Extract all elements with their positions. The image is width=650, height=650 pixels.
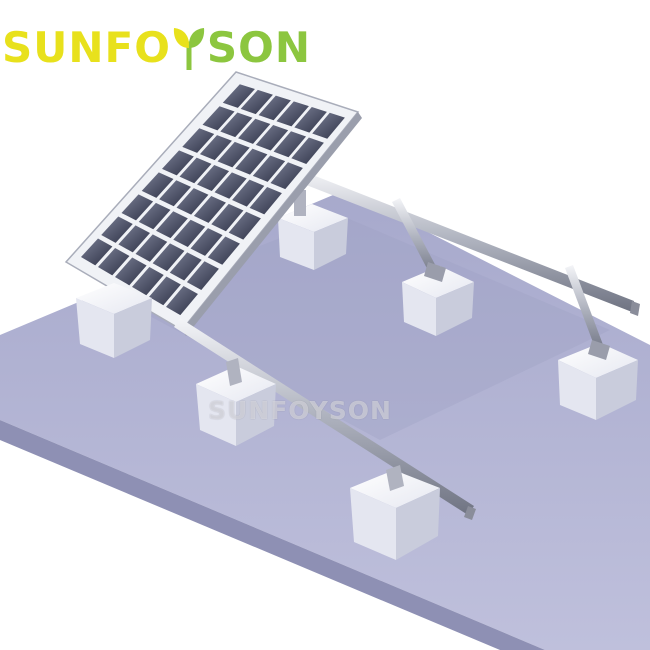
solar-cell: [214, 172, 247, 199]
solar-cell: [186, 261, 219, 290]
ballast-block-front-right: [350, 465, 440, 560]
solar-cell: [182, 128, 215, 153]
solar-cell: [132, 267, 164, 296]
logo-text-sunfo: SUNFO: [2, 23, 171, 72]
solar-cell: [249, 187, 282, 215]
rail-back: [296, 170, 640, 316]
solar-cell: [156, 211, 188, 239]
solar-cell: [220, 112, 253, 138]
watermark-text: SUNFOYSON: [208, 396, 392, 425]
solar-cell: [193, 196, 226, 223]
solar-cell: [211, 203, 244, 232]
solar-cell: [202, 106, 235, 131]
brand-logo: SUNFO SON: [2, 26, 311, 70]
solar-cell: [222, 84, 255, 108]
sprout-icon: [173, 28, 205, 70]
solar-cell: [252, 155, 286, 182]
solar-cell: [138, 202, 171, 230]
solar-cell: [232, 179, 265, 207]
solar-cell: [121, 194, 154, 221]
solar-cell: [152, 243, 185, 272]
solar-cell: [240, 89, 273, 115]
solar-cell: [179, 157, 212, 184]
solar-cell: [312, 112, 345, 139]
solar-cell: [273, 131, 307, 158]
solar-cell: [190, 228, 223, 256]
solar-cell: [255, 125, 289, 151]
solar-cell: [217, 141, 250, 168]
solar-cell: [97, 248, 130, 276]
support-struts: [392, 198, 610, 360]
solar-cell: [135, 234, 168, 262]
solar-cell: [207, 236, 240, 265]
solar-cell: [276, 101, 309, 127]
logo-text-son: SON: [206, 23, 312, 72]
solar-cell: [159, 180, 191, 207]
ballast-block-back-middle: [402, 266, 474, 336]
solar-cell: [166, 286, 198, 316]
ballast-block-front-middle: [196, 358, 276, 446]
ballast-block-front-left: [76, 283, 152, 358]
ballast-block-back-right: [558, 343, 638, 420]
solar-cell: [101, 216, 133, 243]
solar-cell: [238, 118, 271, 144]
solar-cell: [149, 276, 181, 306]
ballast-block-back-left: [278, 190, 348, 270]
solar-cell: [118, 225, 150, 253]
solar-cell: [291, 137, 324, 164]
solar-cell: [173, 219, 206, 248]
solar-cell: [294, 107, 327, 133]
solar-cell: [270, 162, 303, 190]
solar-cell: [235, 148, 268, 175]
solar-cell: [176, 188, 209, 215]
solar-cell: [258, 95, 291, 121]
solar-cell: [169, 252, 202, 281]
solar-panel: [64, 71, 362, 336]
solar-cell: [80, 238, 113, 266]
solar-cell: [162, 150, 194, 176]
solar-cell: [115, 257, 147, 286]
solar-cell: [228, 211, 261, 240]
solar-cell: [141, 172, 174, 198]
solar-cell: [197, 165, 230, 191]
solar-cell: [199, 135, 232, 161]
